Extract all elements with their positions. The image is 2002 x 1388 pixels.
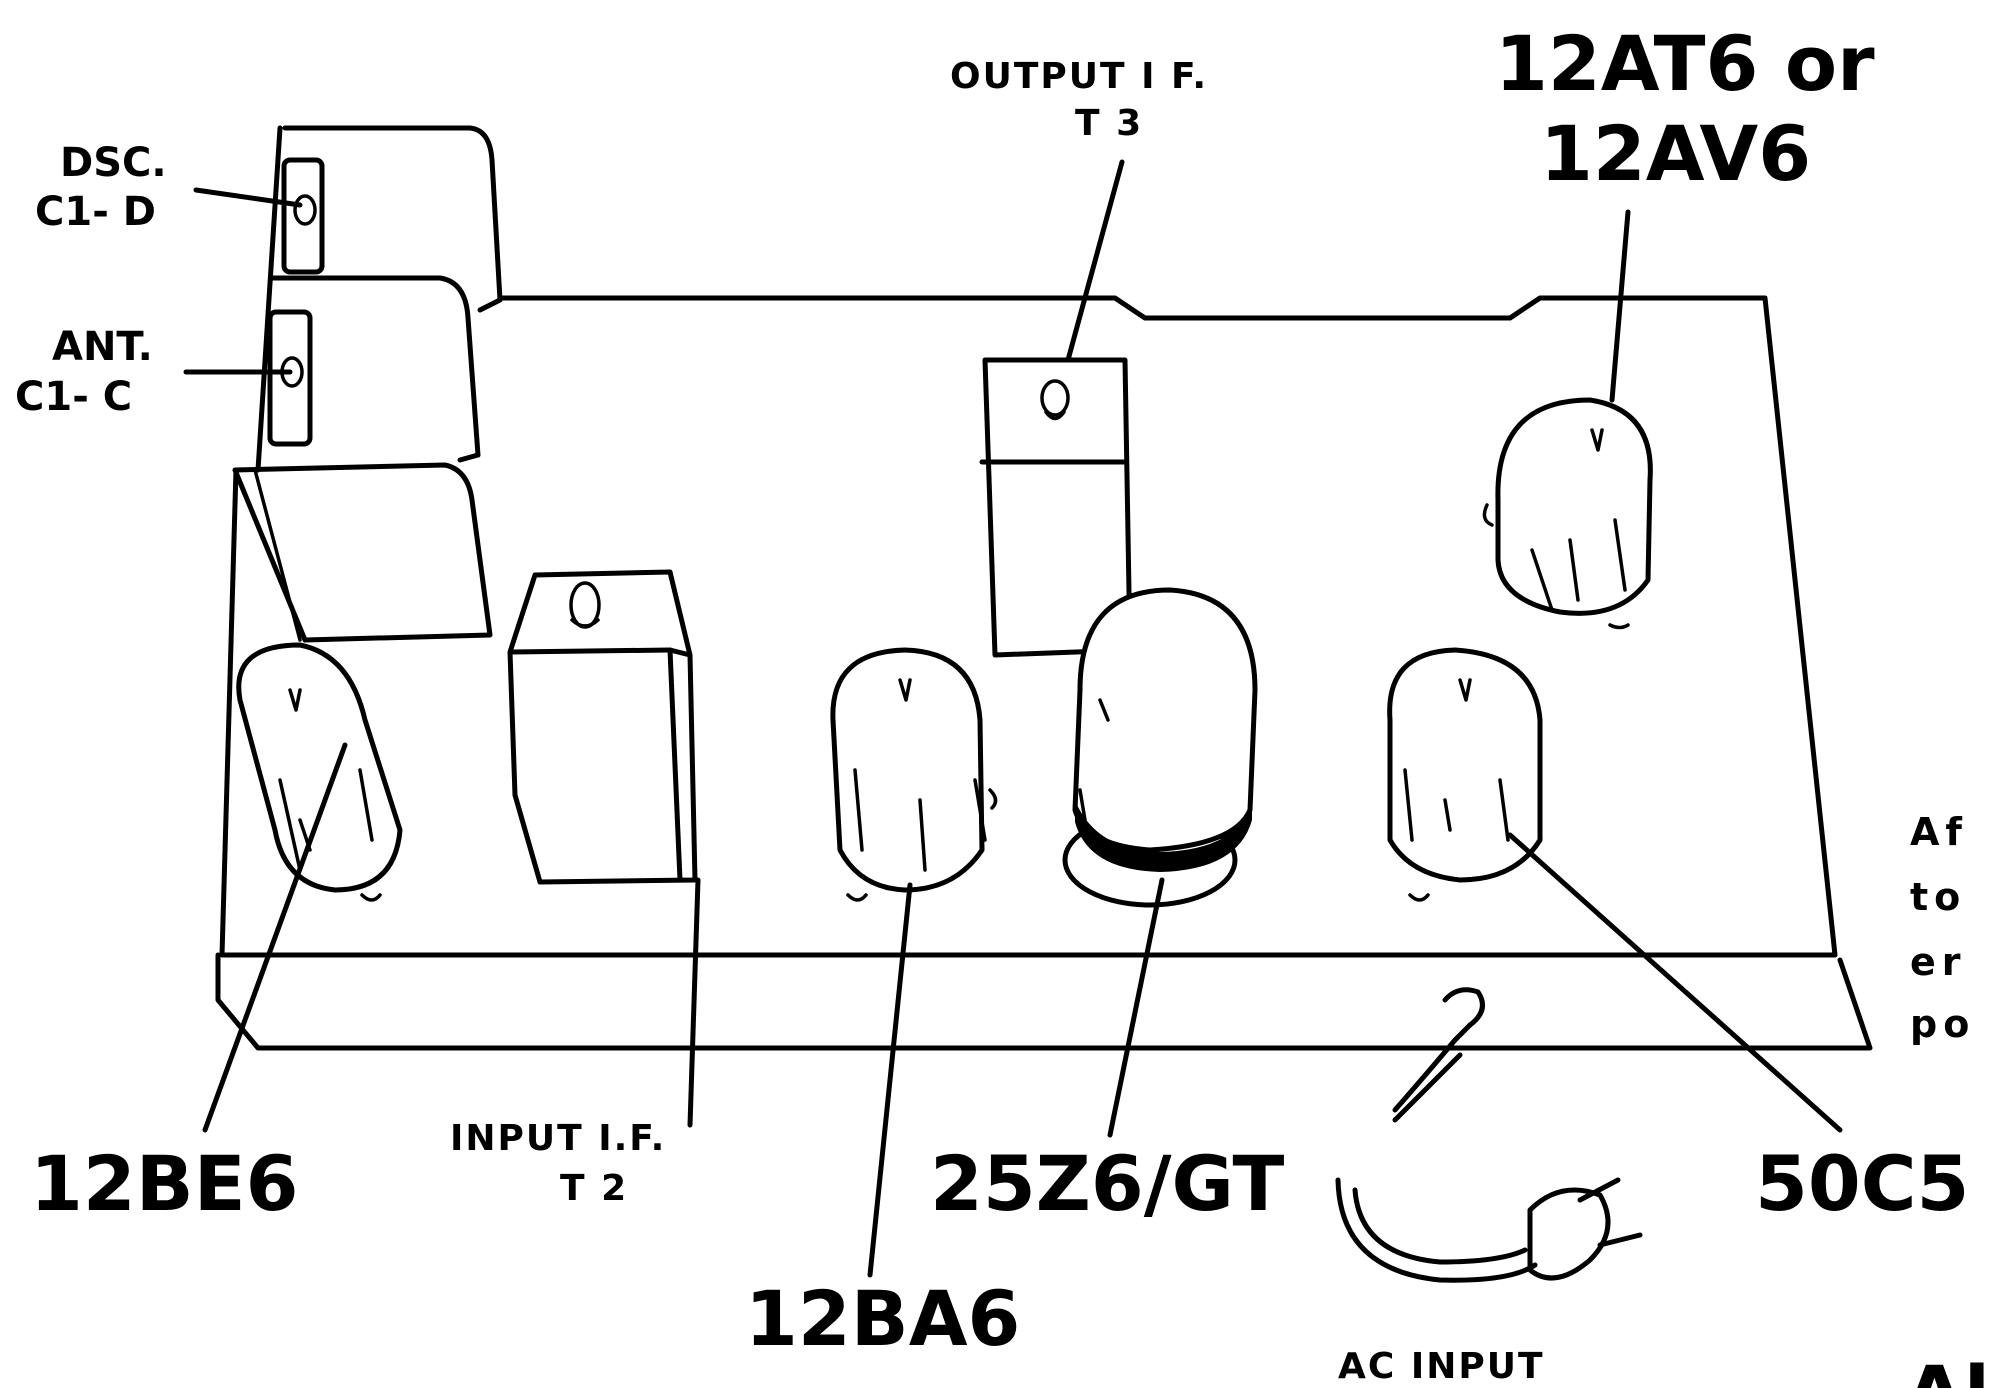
ac-input-label: AC INPUT [1338,1346,1545,1387]
input-if-transformer [507,569,698,885]
osc-trimmer [281,157,325,275]
input-if-label-line1: INPUT I.F. [450,1118,666,1159]
chassis-front-bottom [215,952,1873,1051]
ant-trimmer [267,309,313,447]
tube-12at6-label-line1: 12AT6 or [1495,19,1875,108]
osc-label-line1: DSC. [60,140,167,186]
tube-12at6-label-line2: 12AV6 [1540,109,1811,198]
ant-label-line1: ANT. [52,324,153,370]
tube-12ba6-label: 12BA6 [745,1274,1020,1363]
input-if-label-line2: T 2 [560,1168,628,1209]
osc-label-line2: C1- D [35,189,156,235]
tuning-capacitor [232,125,503,643]
tube-12at6-drawing [1482,397,1653,630]
tube-12be6-label: 12BE6 [30,1139,299,1228]
tube-50c5-drawing [1387,647,1543,902]
side-text-line2: to [1910,875,1966,919]
leader-lines [183,159,1843,1278]
ant-label-line2: C1- C [15,374,132,420]
output-if-label-line1: OUTPUT I F. [950,56,1208,97]
chassis [215,295,1873,1051]
chassis-top-outline [219,295,1838,958]
tube-12ba6-drawing [830,647,998,902]
corner-fragment-text: Al [1905,1349,1990,1388]
tube-50c5-label: 50C5 [1755,1139,1969,1228]
tube-12be6-drawing [236,642,403,902]
ac-cord-plug [1335,987,1643,1283]
side-text-line3: er [1910,940,1967,984]
side-text-line1: Af [1910,810,1968,854]
output-if-label-line2: T 3 [1075,103,1143,144]
tube-25z6gt-drawing [1062,587,1258,908]
tube-25z6gt-label: 25Z6/GT [930,1139,1285,1228]
side-text-line4: po [1910,1002,1975,1046]
